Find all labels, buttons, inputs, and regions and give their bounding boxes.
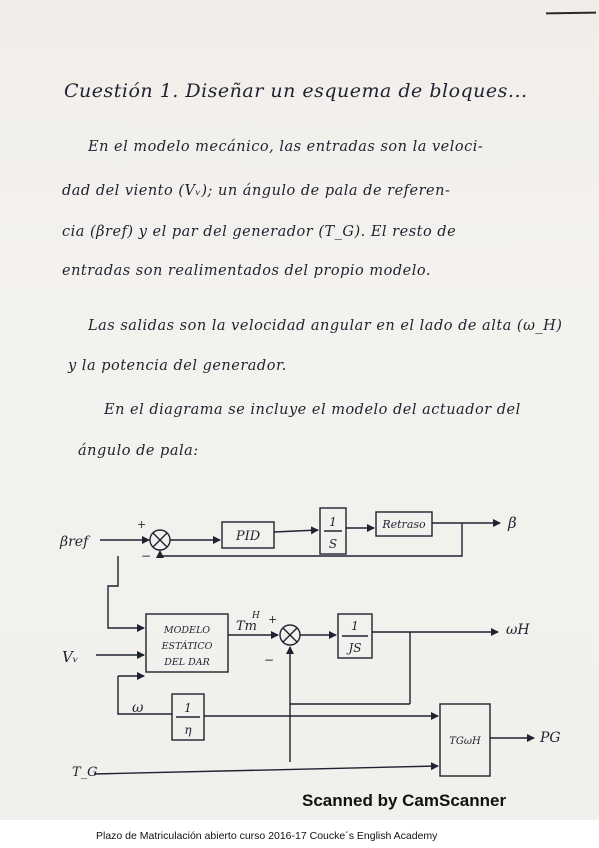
text-line-5: Las salidas son la velocidad angular en … <box>88 318 563 334</box>
question-heading: Cuestión 1. Diseñar un esquema de bloque… <box>64 80 528 102</box>
label-model-1: MODELO <box>163 625 210 636</box>
pid-block <box>221 521 275 549</box>
sign-minus-2: − <box>264 653 274 667</box>
label-model-3: DEL DAR <box>163 657 210 668</box>
eta-block <box>171 693 205 741</box>
label-tm-sup: H <box>251 611 260 621</box>
scanned-page: Cuestión 1. Diseñar un esquema de bloque… <box>0 0 599 820</box>
text-line-8: ángulo de pala: <box>78 443 199 459</box>
sum1-cross-b <box>152 532 168 548</box>
label-integrator-den: S <box>329 537 337 551</box>
label-omega-out: ωH <box>506 622 530 638</box>
text-line-1: En el modelo mecánico, las entradas son … <box>88 139 484 155</box>
label-power-block: TGωH <box>449 736 481 747</box>
beta-feedback <box>156 523 463 558</box>
line-tg-in <box>93 762 439 775</box>
label-retraso: Retraso <box>381 518 426 531</box>
block-diagram: βref + − PID 1 S Retraso β Vᵥ MODELO EST… <box>59 507 561 780</box>
label-omega: ω <box>132 700 144 716</box>
text-line-2: dad del viento (Vᵥ); un ángulo de pala d… <box>62 183 451 199</box>
text-line-6: y la potencia del generador. <box>68 358 287 374</box>
omega-feedback-left <box>117 676 172 715</box>
sign-plus-2: + <box>268 613 277 626</box>
inertia-block <box>337 613 373 659</box>
edge-line <box>545 11 597 15</box>
label-tm: Tm <box>236 619 257 634</box>
power-block <box>439 703 491 777</box>
label-vv: Vᵥ <box>62 648 78 666</box>
static-model-block <box>145 613 229 673</box>
camscanner-watermark: Scanned by CamScanner <box>302 791 507 810</box>
label-eta-num: 1 <box>184 701 192 715</box>
label-pg: PG <box>539 730 561 746</box>
label-model-2: ESTÁTICO <box>161 640 213 652</box>
retraso-block <box>375 511 433 537</box>
line-to-integrator <box>273 526 319 535</box>
integrator-block <box>319 507 347 555</box>
text-line-3: cia (βref) y el par del generador (T_G).… <box>62 224 457 240</box>
text-line-4: entradas son realimentados del propio mo… <box>62 263 431 279</box>
label-inertia-num: 1 <box>351 619 359 633</box>
label-eta-den: η <box>184 723 192 737</box>
label-inertia-den: JS <box>345 641 361 655</box>
label-tg: T_G <box>72 765 98 780</box>
text-line-7: En el diagrama se incluye el modelo del … <box>104 402 521 418</box>
label-beta-out: β <box>507 514 517 532</box>
beta-to-model <box>107 556 145 632</box>
page-footer: Plazo de Matriculación abierto curso 201… <box>96 830 438 842</box>
tg-to-sum <box>286 646 410 705</box>
sign-plus-1: + <box>137 518 146 531</box>
label-integrator-num: 1 <box>329 515 337 529</box>
sign-minus-1: − <box>141 549 151 563</box>
sum2-cross-b <box>282 627 298 643</box>
label-beta-ref: βref <box>59 534 91 550</box>
label-pid: PID <box>235 529 261 544</box>
